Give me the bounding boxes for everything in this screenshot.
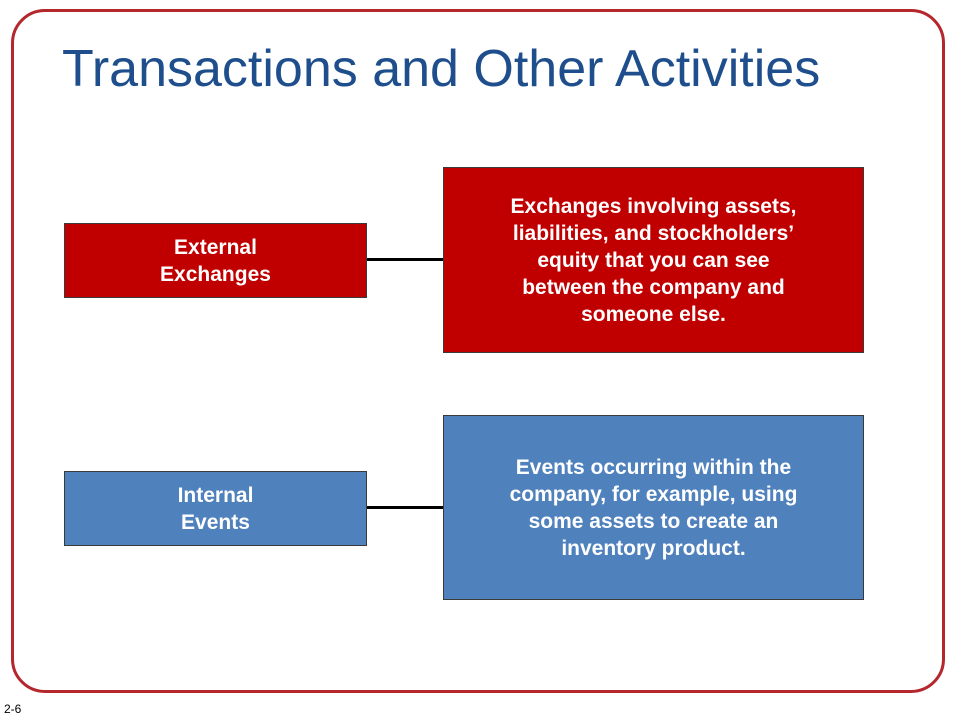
internal-description-line: inventory product. <box>561 536 746 560</box>
slide-number: 2-6 <box>4 702 22 716</box>
external-exchanges-connector <box>367 258 443 261</box>
external-exchanges-description-box: Exchanges involving assets, liabilities,… <box>443 167 864 353</box>
external-description-line: equity that you can see <box>537 248 770 272</box>
slide-frame <box>11 9 945 693</box>
internal-events-box: Internal Events <box>64 471 367 546</box>
slide-title: Transactions and Other Activities <box>62 40 821 98</box>
internal-events-connector <box>367 506 443 509</box>
internal-events-label-line2: Events <box>181 510 250 534</box>
external-description-line: liabilities, and stockholders’ <box>512 221 795 245</box>
external-exchanges-label-line1: External <box>174 235 257 259</box>
internal-events-description-box: Events occurring within the company, for… <box>443 415 864 600</box>
external-description-line: Exchanges involving assets, <box>510 194 797 218</box>
external-description-line: someone else. <box>581 302 726 326</box>
external-exchanges-label-line2: Exchanges <box>160 262 271 286</box>
internal-description-line: Events occurring within the <box>515 455 792 479</box>
internal-description-line: some assets to create an <box>528 509 779 533</box>
internal-description-line: company, for example, using <box>509 482 798 506</box>
internal-events-label-line1: Internal <box>177 483 254 507</box>
external-exchanges-box: External Exchanges <box>64 223 367 298</box>
external-description-line: between the company and <box>522 275 785 299</box>
